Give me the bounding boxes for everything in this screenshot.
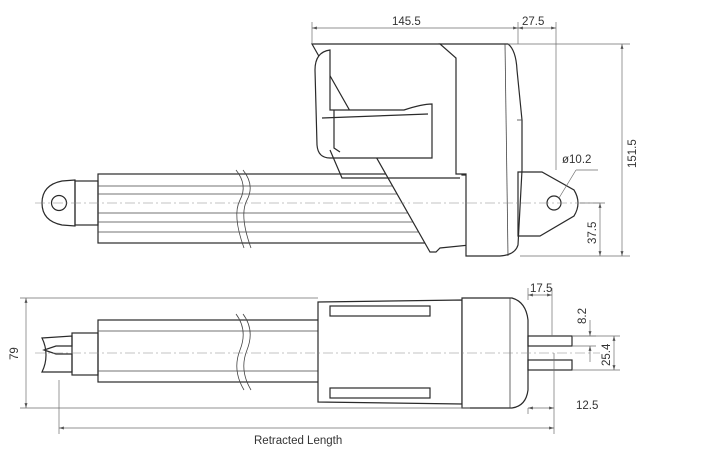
rear-rod <box>71 332 99 376</box>
clevis-upper-ear <box>527 335 573 347</box>
bottom-dimensions: 79 17.5 8.2 25.4 12.5 Retracted Length <box>9 283 620 447</box>
dim-total-height: 151.5 <box>627 139 639 168</box>
dim-body-height: 79 <box>9 347 21 360</box>
gearbox <box>438 43 523 257</box>
dim-clevis-offset: 12.5 <box>576 400 598 412</box>
rear-fork <box>41 335 73 373</box>
dim-pin-hole: ø10.2 <box>562 154 591 166</box>
dim-end-offset: 27.5 <box>522 16 544 28</box>
dim-clevis-depth: 25.4 <box>601 343 613 366</box>
side-view <box>35 43 600 257</box>
front-clevis <box>517 171 579 237</box>
dim-pin-height: 37.5 <box>587 222 599 244</box>
top-view <box>35 297 600 409</box>
motor-can <box>314 49 433 159</box>
dim-retracted-length: Retracted Length <box>254 435 342 447</box>
outer-tube <box>97 173 439 244</box>
top-dimensions: 145.5 27.5 151.5 37.5 ø10.2 <box>311 16 639 257</box>
dim-clevis-slot: 8.2 <box>577 308 589 324</box>
dim-motor-width: 145.5 <box>392 16 421 28</box>
dim-clevis-width: 17.5 <box>530 283 552 295</box>
clevis-lower-ear <box>527 359 573 371</box>
